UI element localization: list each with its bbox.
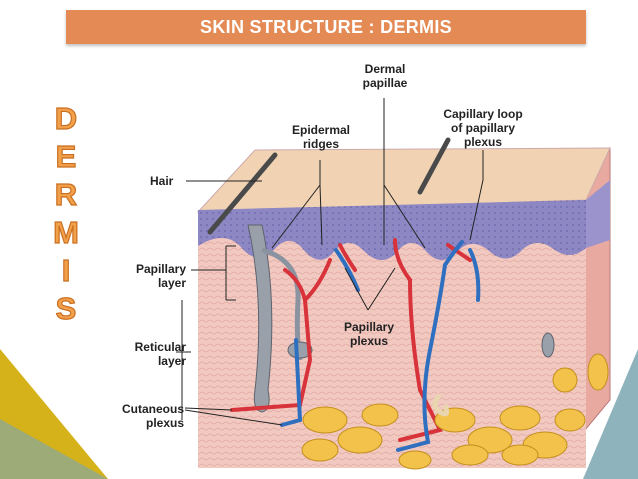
side-letter: M	[52, 214, 79, 250]
label-epidermal-ridges: Epidermal ridges	[276, 123, 366, 151]
label-line: Cutaneous	[121, 402, 184, 416]
title-bar: SKIN STRUCTURE : DERMIS	[66, 10, 586, 44]
leader-lines	[176, 98, 484, 426]
label-line: Epidermal	[291, 123, 351, 137]
label-line: papillae	[362, 76, 408, 90]
label-line: Papillary	[135, 262, 186, 276]
corner-decoration-green	[0, 419, 108, 479]
side-letter: R	[54, 176, 78, 212]
veins	[280, 240, 481, 452]
label-capillary-loop: Capillary loop of papillary plexus	[428, 107, 538, 149]
nerve-ending	[432, 393, 450, 417]
side-letter: E	[55, 138, 77, 174]
label-reticular-layer: Reticular layer	[110, 340, 186, 368]
hair-shaft-left	[207, 152, 278, 235]
label-papillary-plexus: Papillary plexus	[330, 320, 408, 348]
label-line: of papillary	[450, 121, 515, 135]
label-line: plexus	[463, 135, 502, 149]
label-papillary-layer: Papillary layer	[110, 262, 186, 290]
label-line: plexus	[145, 416, 184, 430]
side-letter: S	[55, 290, 77, 326]
label-cutaneous-plexus: Cutaneous plexus	[98, 402, 184, 430]
label-line: Dermal	[364, 62, 406, 76]
sebaceous-gland	[287, 341, 313, 359]
label-line: Papillary	[343, 320, 395, 334]
label-line: ridges	[302, 137, 339, 151]
label-dermal-papillae: Dermal papillae	[345, 62, 425, 90]
label-line: layer	[157, 354, 186, 368]
hair-shaft-right	[417, 137, 451, 195]
label-line: plexus	[349, 334, 388, 348]
label-line: Capillary loop	[443, 107, 523, 121]
side-letter: D	[54, 100, 78, 136]
hair-follicle	[247, 224, 273, 413]
side-letters: D E R M I S	[46, 100, 86, 328]
label-line: Reticular	[134, 340, 186, 354]
side-letter: I	[61, 252, 71, 288]
label-line: layer	[157, 276, 186, 290]
page-title: SKIN STRUCTURE : DERMIS	[200, 16, 452, 37]
label-hair: Hair	[150, 174, 174, 188]
fat-lobules	[301, 353, 609, 470]
